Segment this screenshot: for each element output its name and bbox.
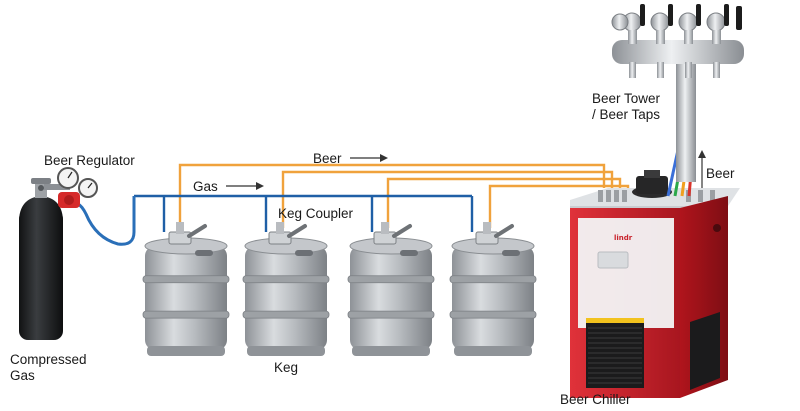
coupler-stem [276,222,284,234]
tap-handle [724,4,729,26]
keg-coupler-label: Keg Coupler [278,206,354,221]
keg-label: Keg [274,360,299,375]
tap-neck [656,30,665,44]
beer-tap [650,4,673,78]
gas-lines [77,194,474,246]
fitting [614,190,619,202]
beer-tap [706,4,729,78]
tap-handle [640,4,645,26]
coupler-stem [381,222,389,234]
keg-bottom [147,346,225,356]
keg-rib [142,275,230,284]
tap-knob [678,12,698,32]
tap-knob [706,12,726,32]
up-arrow-icon [698,150,706,192]
keg-bottom [454,346,532,356]
keg-handle [400,250,418,256]
keg-3 [347,222,435,356]
right-arrow-icon [350,154,388,162]
tap-knob [650,12,670,32]
coupler-lever [392,224,412,238]
tap-handle [668,4,673,26]
tap-spout [657,62,664,78]
keg-rib [449,275,537,284]
fitting [598,190,603,202]
tap-knob [611,13,629,31]
beer-line-label: Beer [313,151,342,166]
fitting [622,190,627,202]
tap-handle [736,6,742,30]
beer-tap [678,4,701,78]
fitting [606,190,611,202]
beer-chiller: lindr [570,170,740,398]
kegs [142,222,537,356]
fitting [698,190,703,202]
beer-up-label: Beer [706,166,735,181]
keg-body [245,246,327,350]
keg-1 [142,222,230,356]
tap-spout [685,62,692,78]
chiller-fittings [598,190,715,202]
beer-regulator [44,167,98,208]
tap-handle [696,4,701,26]
keg-body [350,246,432,350]
fitting [686,190,691,202]
keg-2 [242,222,330,356]
tap-spout [713,62,720,78]
keg-coupler [475,222,514,245]
beer-tap [622,4,645,78]
keg-body [145,246,227,350]
tap-neck [712,30,721,44]
coupler-stem [176,222,184,234]
beer-tower-label: Beer Tower / Beer Taps [592,91,661,122]
beer-line [488,184,630,228]
keg-handle [502,250,520,256]
coupler-lever [287,224,307,238]
gas-cylinder [19,178,63,340]
keg-rib [142,310,230,319]
beer-line [386,177,622,228]
keg-handle [195,250,213,256]
keg-bottom [352,346,430,356]
beer-chiller-label: Beer Chiller [560,392,631,407]
keg-rib [347,275,435,284]
keg-rib [242,310,330,319]
coupler-stem [483,222,491,234]
beer-tower [611,4,744,182]
gas-hose [77,196,136,246]
beer-taps [611,4,742,78]
tap-neck [684,30,693,44]
chiller-brand-logo: lindr [614,234,633,242]
compressed-gas-label: Compressed Gas [10,352,87,383]
keg-rib [242,275,330,284]
fitting [710,190,715,202]
right-arrow-icon [226,182,264,190]
tap-spout [629,62,636,78]
keg-rib [449,310,537,319]
keg-coupler [268,222,307,245]
keg-coupler [373,222,412,245]
keg-body [452,246,534,350]
gas-label: Gas [193,179,218,194]
chiller-vents [588,327,642,384]
coupler-lever [494,224,514,238]
keg-4 [449,222,537,356]
beer-regulator-label: Beer Regulator [44,153,135,168]
keg-rib [347,310,435,319]
keg-bottom [247,346,325,356]
tap-neck [628,30,637,44]
keg-handle [295,250,313,256]
coupler-lever [187,224,207,238]
keg-coupler [168,222,207,245]
